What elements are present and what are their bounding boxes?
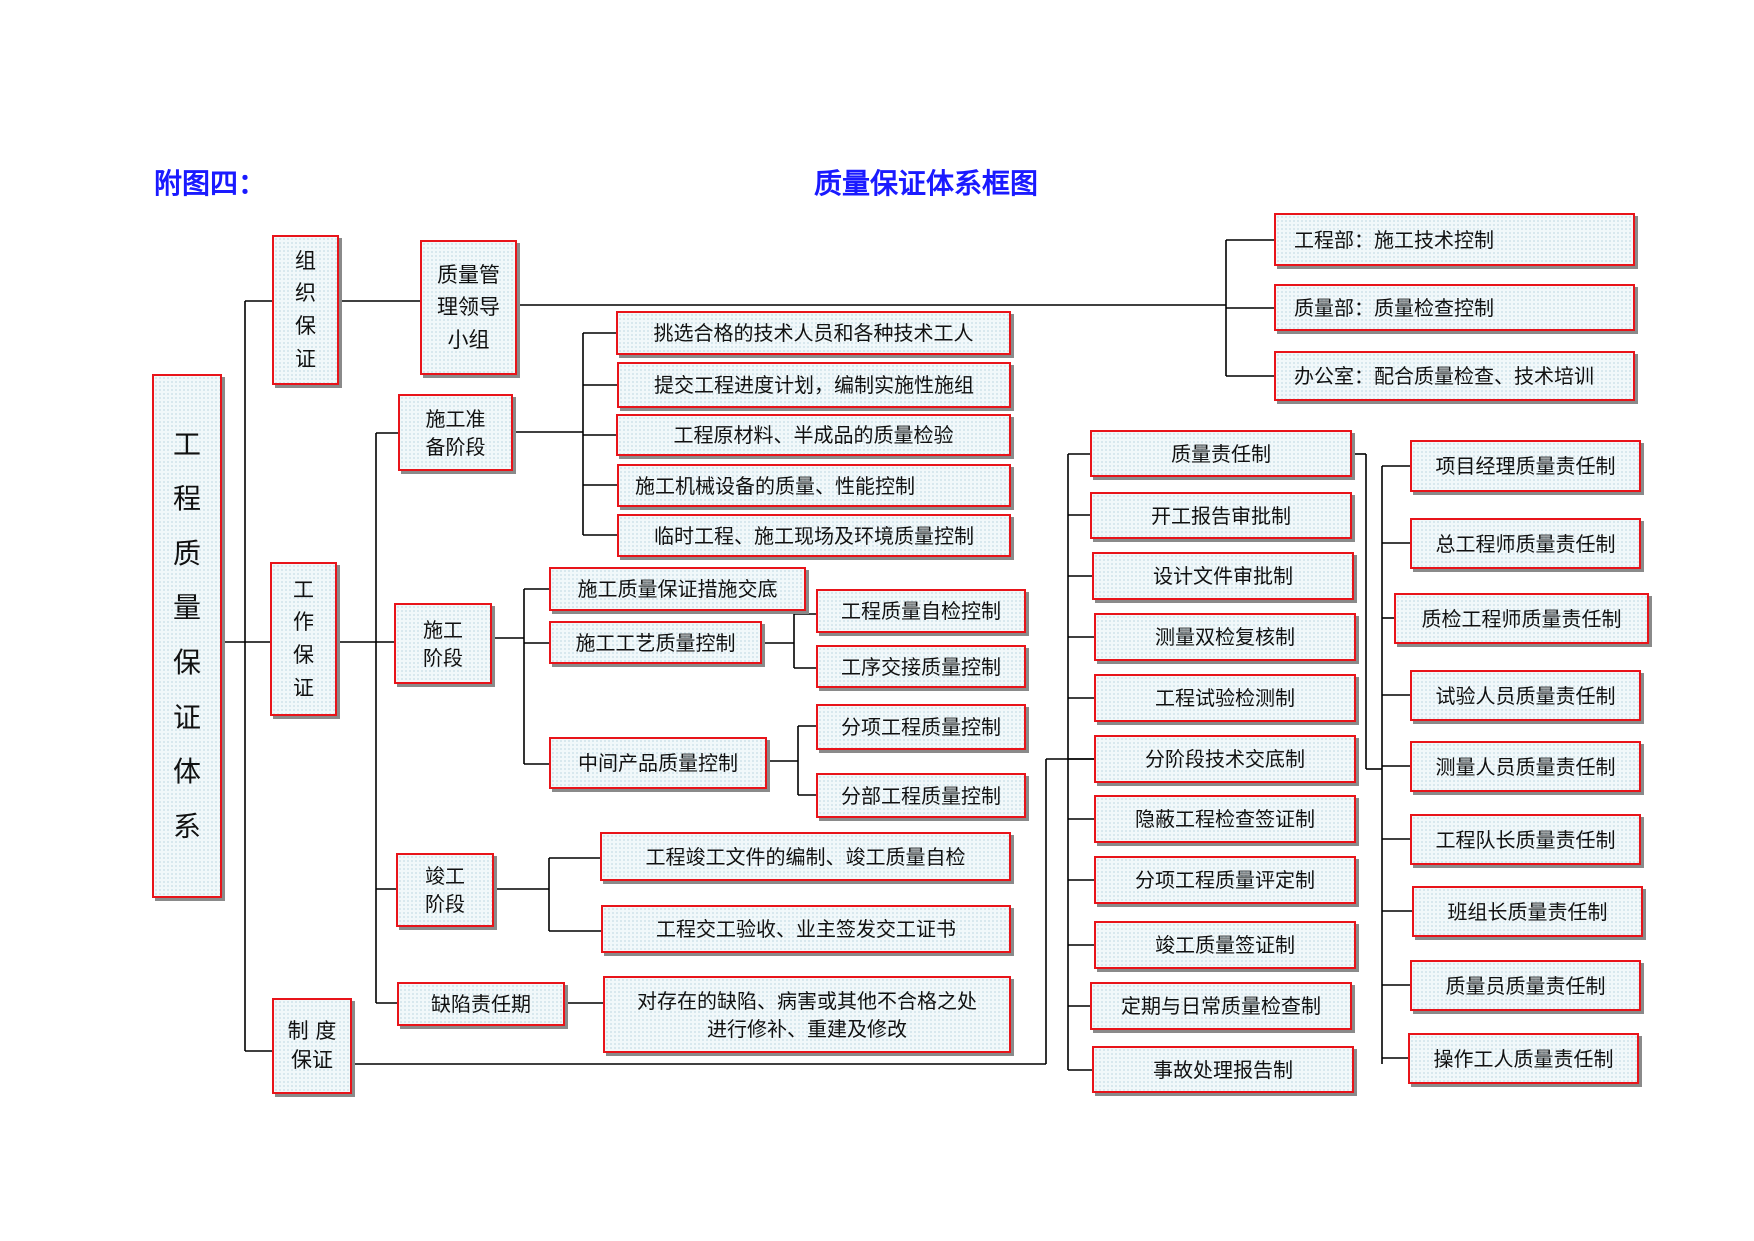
responsibility-box: 工程队长质量责任制 bbox=[1410, 814, 1641, 865]
responsibility-box: 质量员质量责任制 bbox=[1410, 960, 1641, 1011]
root-box-quality-assurance-system: 工 程 质 量 保 证 体 系 bbox=[152, 374, 222, 898]
dept-engineering-box: 工程部：施工技术控制 bbox=[1274, 213, 1635, 266]
completion-item-box: 工程交工验收、业主签发交工证书 bbox=[601, 905, 1011, 953]
completion-item-box: 工程竣工文件的编制、竣工质量自检 bbox=[600, 832, 1011, 881]
page-title: 质量保证体系框图 bbox=[814, 167, 1039, 200]
rule-box: 质量责任制 bbox=[1090, 430, 1352, 477]
process-subitem-box: 工序交接质量控制 bbox=[816, 645, 1026, 688]
system-guarantee-box: 制 度 保证 bbox=[272, 998, 352, 1094]
rule-box: 设计文件审批制 bbox=[1092, 552, 1354, 600]
construction-item-box: 施工工艺质量控制 bbox=[549, 621, 762, 664]
responsibility-box: 操作工人质量责任制 bbox=[1408, 1033, 1639, 1084]
responsibility-box: 测量人员质量责任制 bbox=[1410, 741, 1641, 792]
prep-item-box: 提交工程进度计划，编制实施性施组 bbox=[617, 362, 1011, 408]
rule-box: 开工报告审批制 bbox=[1090, 492, 1352, 539]
responsibility-box: 班组长质量责任制 bbox=[1412, 886, 1643, 937]
construction-item-box: 施工质量保证措施交底 bbox=[549, 567, 806, 611]
rule-box: 隐蔽工程检查签证制 bbox=[1094, 795, 1356, 843]
stage-construction-box: 施工 阶段 bbox=[394, 603, 492, 684]
rule-box: 分项工程质量评定制 bbox=[1094, 856, 1356, 904]
prep-item-box: 施工机械设备的质量、性能控制 bbox=[617, 464, 1011, 507]
rule-box: 分阶段技术交底制 bbox=[1094, 735, 1356, 783]
stage-completion-box: 竣工 阶段 bbox=[396, 853, 494, 927]
appendix-label: 附图四： bbox=[154, 167, 267, 200]
process-subitem-box: 工程质量自检控制 bbox=[816, 589, 1026, 633]
product-subitem-box: 分项工程质量控制 bbox=[816, 704, 1026, 750]
defect-repair-box: 对存在的缺陷、病害或其他不合格之处 进行修补、重建及修改 bbox=[603, 976, 1011, 1053]
construction-item-box: 中间产品质量控制 bbox=[549, 737, 767, 789]
rule-box: 事故处理报告制 bbox=[1092, 1046, 1354, 1093]
stage-defect-period-box: 缺陷责任期 bbox=[397, 982, 565, 1026]
org-guarantee-box: 组 织 保 证 bbox=[272, 235, 339, 385]
prep-item-box: 临时工程、施工现场及环境质量控制 bbox=[617, 514, 1011, 557]
rule-box: 竣工质量签证制 bbox=[1094, 921, 1356, 969]
responsibility-box: 试验人员质量责任制 bbox=[1410, 670, 1641, 721]
rule-box: 工程试验检测制 bbox=[1094, 674, 1356, 722]
prep-item-box: 工程原材料、半成品的质量检验 bbox=[616, 414, 1011, 456]
responsibility-box: 质检工程师质量责任制 bbox=[1394, 593, 1649, 644]
dept-quality-box: 质量部：质量检查控制 bbox=[1274, 284, 1635, 331]
prep-item-box: 挑选合格的技术人员和各种技术工人 bbox=[616, 311, 1011, 355]
responsibility-box: 总工程师质量责任制 bbox=[1410, 518, 1641, 569]
work-guarantee-box: 工 作 保 证 bbox=[270, 562, 337, 716]
rule-box: 定期与日常质量检查制 bbox=[1090, 982, 1352, 1030]
quality-leader-group-box: 质量管 理领导 小组 bbox=[420, 240, 517, 375]
product-subitem-box: 分部工程质量控制 bbox=[816, 773, 1026, 818]
stage-prep-box: 施工准 备阶段 bbox=[398, 394, 513, 471]
dept-office-box: 办公室：配合质量检查、技术培训 bbox=[1274, 351, 1635, 401]
responsibility-box: 项目经理质量责任制 bbox=[1410, 440, 1641, 492]
rule-box: 测量双检复核制 bbox=[1094, 613, 1356, 661]
